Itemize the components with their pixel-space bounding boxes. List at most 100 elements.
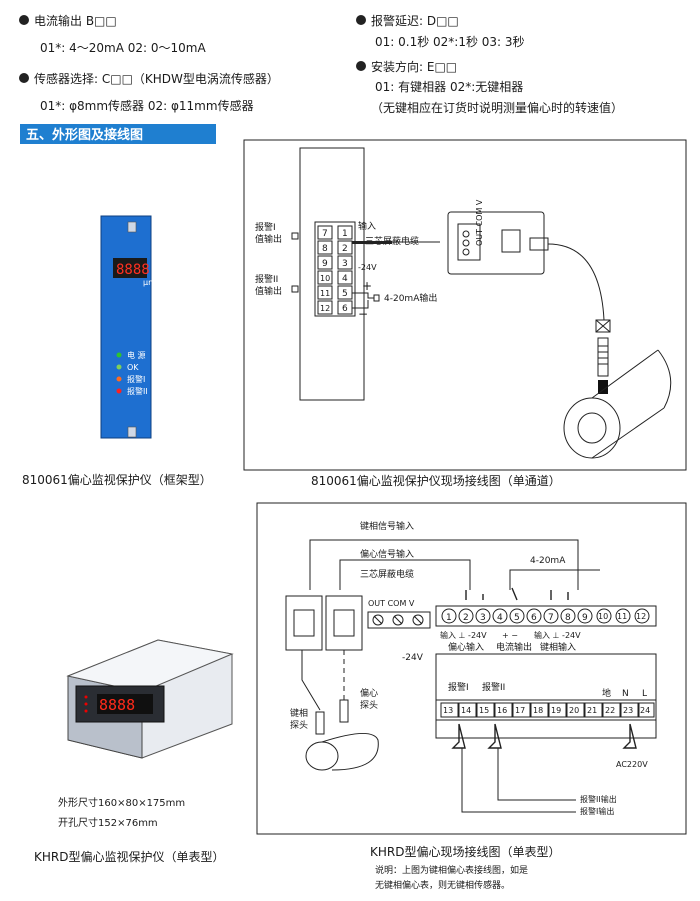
d1-minus: −	[358, 307, 368, 321]
svg-text:2: 2	[342, 244, 348, 254]
svg-text:21: 21	[587, 706, 597, 715]
diagram1-caption: 810061偏心监视保护仪现场接线图（单通道）	[311, 473, 561, 488]
svg-text:16: 16	[497, 706, 507, 715]
led-ok-icon	[116, 364, 122, 370]
svg-text:2: 2	[463, 613, 469, 623]
svg-text:9: 9	[582, 613, 588, 623]
svg-text:6: 6	[342, 304, 348, 314]
d2-l: L	[642, 689, 647, 699]
shaft-end-2	[305, 741, 339, 771]
spec-sensor-select: 传感器选择: C□□（KHDW型电涡流传感器）	[34, 71, 279, 86]
d2-alarm2: 报警II	[482, 681, 505, 693]
spec-alarm-options: 01: 0.1秒 02*:1秒 03: 3秒	[375, 35, 525, 49]
d2-cable: 三芯屏蔽电缆	[360, 568, 414, 580]
rack-screw-top	[127, 221, 137, 233]
svg-text:12: 12	[320, 304, 330, 313]
d2-alarm1-out: 报警I输出	[580, 806, 614, 816]
d2-current: 4-20mA	[530, 556, 566, 566]
terminal-right-column: 1 2 3 4 5 6	[337, 225, 353, 315]
eddy-probe	[597, 337, 609, 377]
spec-sensor-options: 01*: φ8mm传感器 02: φ11mm传感器	[40, 98, 254, 113]
diagram2-note1: 说明：上图为键相偏心表接线图，如是	[375, 864, 528, 876]
proximitor-box-eccentric	[325, 595, 363, 651]
d2-alarm2-out: 报警II输出	[580, 794, 617, 804]
d2-ecc-probe: 偏心	[360, 687, 378, 699]
shaft-end	[563, 397, 621, 459]
d1-alarm2-out: 值输出	[255, 285, 282, 297]
svg-text:8: 8	[322, 244, 328, 254]
svg-text:18: 18	[533, 706, 543, 715]
rack-front-panel	[100, 215, 152, 439]
d2-probe-block: OUT COM V	[368, 599, 415, 608]
bottom-terminal-strip	[435, 699, 657, 721]
led-label-ok: OK	[127, 363, 139, 372]
svg-text:1: 1	[446, 613, 452, 623]
bullet-icon	[19, 15, 29, 25]
d1-alarm2-label: 报警II	[255, 273, 278, 285]
led-label-alarm2: 报警II	[127, 386, 148, 396]
panel-meter: 8888 外形尺寸160×80×175mm 开孔尺寸152×76mm	[58, 639, 234, 829]
d2-ground: 地	[602, 687, 611, 699]
diagram2-caption: KHRD型偏心现场接线图（单表型）	[370, 844, 560, 859]
svg-text:10: 10	[598, 612, 608, 621]
bullet-icon	[19, 73, 29, 83]
svg-text:7: 7	[548, 613, 554, 623]
d2-key-probe: 键相	[290, 707, 308, 719]
d1-alarm1-label: 报警I	[255, 221, 276, 233]
svg-text:11: 11	[617, 612, 627, 621]
svg-text:6: 6	[531, 613, 537, 623]
d2-minus24: -24V	[402, 653, 424, 663]
proximitor-box	[447, 211, 545, 275]
svg-text:14: 14	[461, 706, 471, 715]
svg-text:5: 5	[342, 289, 348, 299]
svg-text:4: 4	[342, 274, 348, 284]
led-power-icon	[116, 352, 122, 358]
spec-install-dir: 安装方向: E□□	[371, 59, 457, 74]
panel-display-digits: 8888	[99, 696, 135, 714]
d2-n: N	[622, 689, 629, 699]
rack-module: 8888 μm 电 源 OK 报警I 报警II	[100, 215, 156, 439]
svg-text:19: 19	[551, 706, 561, 715]
d2-ecc-probe2: 探头	[360, 699, 378, 711]
module-body	[299, 147, 365, 401]
svg-text:8: 8	[565, 613, 571, 623]
rack-screw-bottom	[127, 426, 137, 438]
svg-text:3: 3	[480, 613, 486, 623]
diagram2-frame	[256, 502, 687, 835]
d2-sub-in1: 输入 ⊥ -24V	[440, 630, 487, 640]
d1-output-label: 4-20mA输出	[384, 292, 437, 304]
proximitor-box-keyphase	[285, 595, 323, 651]
d1-alarm1-out: 值输出	[255, 233, 282, 245]
terminal-left-column: 7 8 9 10 11 12	[317, 225, 333, 315]
keyphase-probe	[315, 711, 325, 735]
spec-install-options: 01: 有键相器 02*:无键相器	[375, 80, 523, 94]
bullet-icon	[356, 61, 366, 71]
svg-text:11: 11	[320, 289, 330, 298]
panel-caption: KHRD型偏心监视保护仪（单表型）	[34, 849, 224, 864]
d2-sub-pm: + −	[502, 631, 518, 640]
rack-display-digits: 8888	[116, 262, 150, 278]
d2-sub-in2: 输入 ⊥ -24V	[534, 630, 581, 640]
led-label-alarm1: 报警I	[127, 374, 145, 384]
wiring-diagram-2: 键相信号输入 偏心信号输入 三芯屏蔽电缆 4-20mA OUT COM V -2…	[256, 502, 687, 835]
connector-icon	[595, 319, 611, 333]
d2-group-current: 电流输出	[496, 641, 532, 653]
d1-plus: +	[362, 279, 372, 293]
panel-cutout: 开孔尺寸152×76mm	[58, 816, 158, 829]
d2-key-probe2: 探头	[290, 719, 308, 731]
d2-alarm1: 报警I	[448, 681, 469, 693]
diagram1-frame	[243, 139, 687, 471]
svg-text:23: 23	[623, 706, 633, 715]
d2-ac220: AC220V	[616, 760, 648, 769]
svg-text:13: 13	[443, 706, 453, 715]
svg-text:15: 15	[479, 706, 489, 715]
d2-ecc-input: 偏心信号输入	[360, 548, 414, 560]
rack-caption: 810061偏心监视保护仪（框架型）	[22, 472, 212, 487]
wiring-diagram-1: 报警I 值输出 报警II 值输出 7 8 9 10 11 12 1 2 3 4 …	[243, 139, 687, 471]
svg-text:17: 17	[515, 706, 525, 715]
top-terminal-strip	[435, 605, 657, 627]
svg-text:24: 24	[640, 706, 650, 715]
d1-input-label: 输入	[358, 220, 376, 232]
svg-text:3: 3	[342, 259, 348, 269]
rack-display	[113, 258, 147, 278]
